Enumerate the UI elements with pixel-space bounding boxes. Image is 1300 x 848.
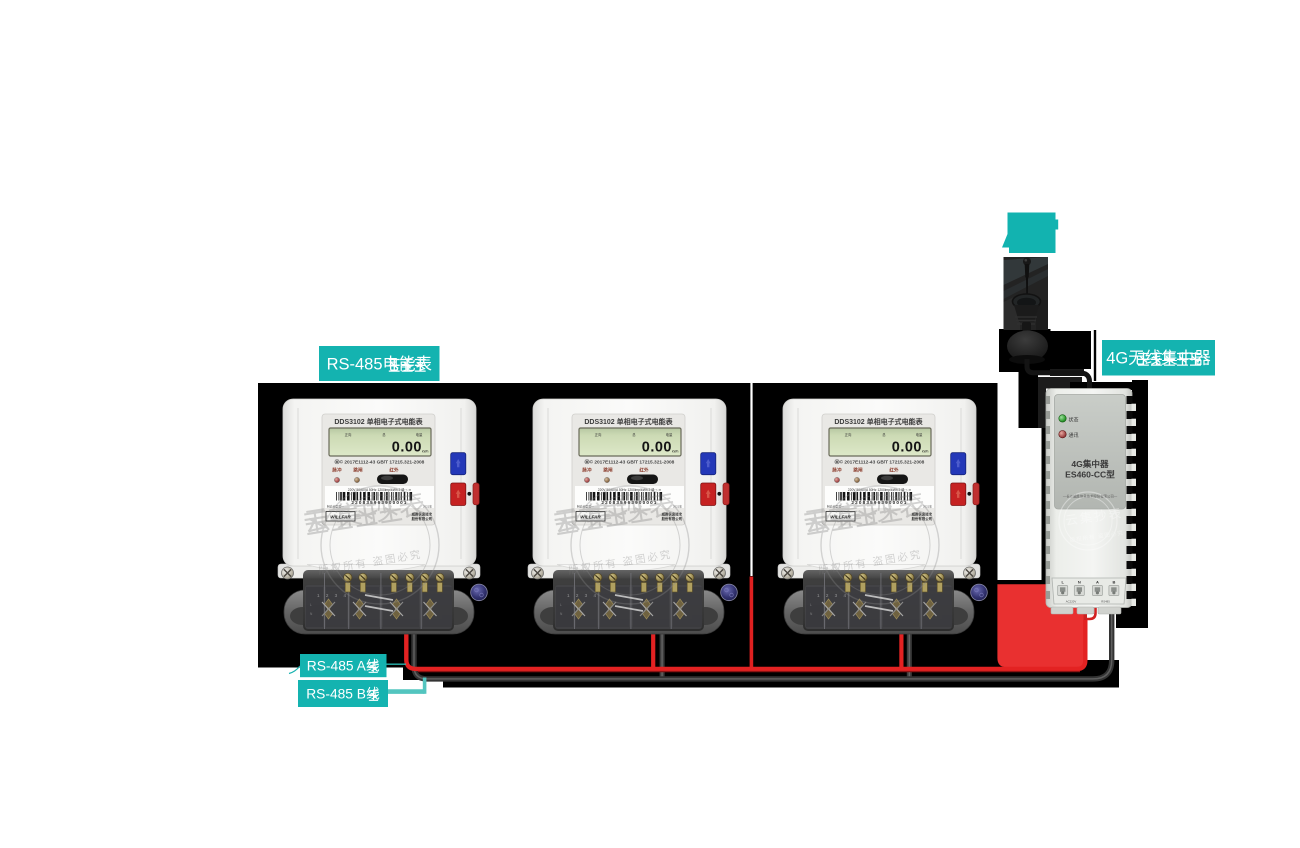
svg-text:—长沙威胜信息技术股份有限公司—: —长沙威胜信息技术股份有限公司— [1063, 494, 1118, 499]
svg-text:A: A [1096, 580, 1099, 585]
svg-text:通讯: 通讯 [1069, 432, 1079, 439]
svg-text:RS485: RS485 [1101, 600, 1110, 604]
svg-text:RS-485 A线: RS-485 A线 [307, 659, 380, 674]
svg-text:状态: 状态 [1069, 416, 1079, 423]
svg-text:L: L [1061, 580, 1064, 585]
svg-text:AC220V: AC220V [1066, 600, 1077, 604]
svg-text:B: B [1112, 580, 1115, 585]
svg-text:RS-485 B线: RS-485 B线 [306, 687, 380, 702]
svg-text:N: N [1078, 580, 1081, 585]
svg-text:ES460-CC型: ES460-CC型 [1065, 469, 1115, 480]
svg-text:4G集中器: 4G集中器 [1071, 458, 1109, 469]
